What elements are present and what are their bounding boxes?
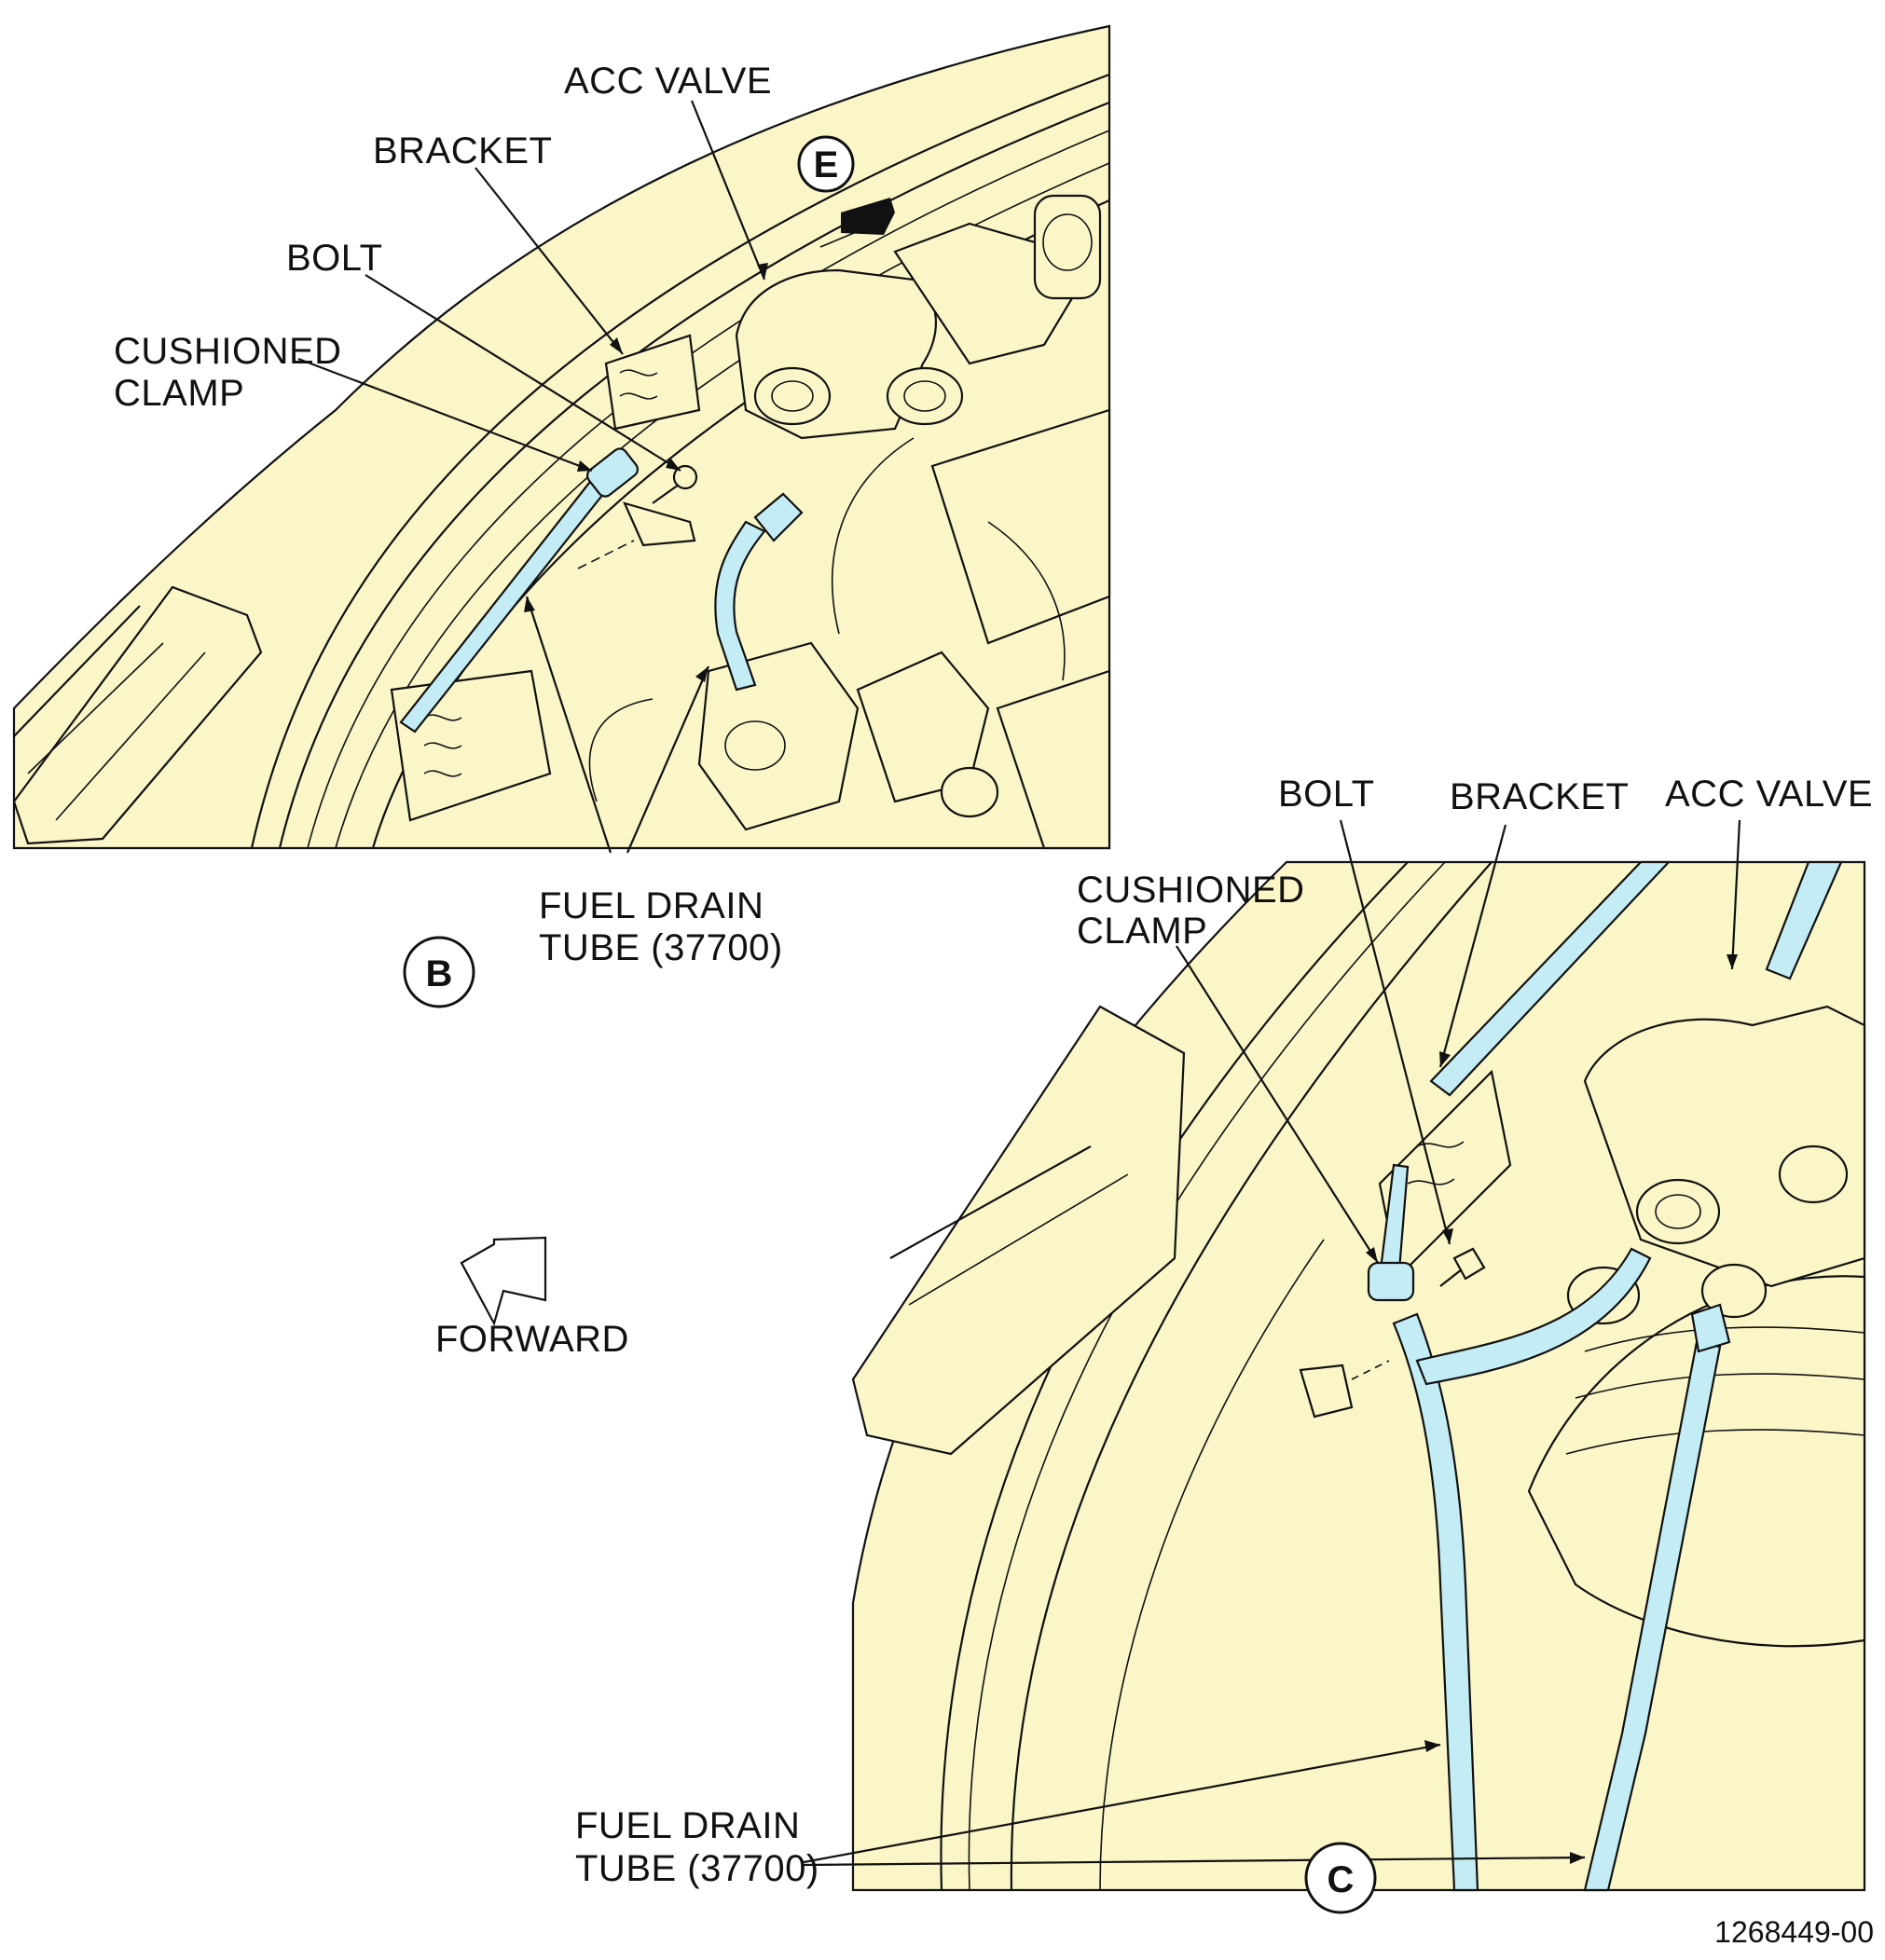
figure-id: 1268449-00 bbox=[1714, 1915, 1874, 1949]
label-forward: FORWARD bbox=[435, 1319, 629, 1360]
view-e-badge: E bbox=[797, 135, 855, 193]
forward-arrow-icon bbox=[460, 1236, 547, 1326]
view-c-badge-text: C bbox=[1328, 1859, 1355, 1900]
tube-nut-b bbox=[753, 492, 804, 542]
acc-valve-body-c bbox=[1566, 1005, 1866, 1325]
view-c-badge: C bbox=[1304, 1842, 1377, 1914]
cushioned-clamp-c bbox=[1367, 1261, 1415, 1302]
label-cushioned-c-1: CUSHIONED bbox=[1077, 870, 1305, 911]
view-b-badge-text: B bbox=[426, 953, 453, 994]
view-b-illustration bbox=[12, 24, 1111, 850]
bolt-b bbox=[652, 464, 698, 504]
tube-nut-c bbox=[1690, 1303, 1731, 1353]
fuel-drain-tube-c-right-top bbox=[1765, 860, 1843, 980]
view-b-badge: B bbox=[403, 936, 475, 1008]
label-acc-valve-c: ACC VALVE bbox=[1665, 774, 1873, 815]
fuel-drain-tube-c-branch bbox=[1415, 1247, 1652, 1386]
gearbox-housing-c bbox=[851, 1005, 1186, 1456]
label-fuel-drain-c-1: FUEL DRAIN bbox=[575, 1805, 800, 1846]
label-bracket-c: BRACKET bbox=[1450, 776, 1629, 817]
cushioned-clamp-b bbox=[585, 447, 640, 498]
label-bolt-c: BOLT bbox=[1278, 774, 1375, 815]
fuel-drain-tube-b2 bbox=[714, 520, 766, 692]
label-cushioned-b-2: CLAMP bbox=[114, 373, 244, 414]
view-c-illustration bbox=[851, 860, 1866, 1892]
fuel-drain-tube-c2 bbox=[1583, 1340, 1722, 1892]
leader-lines bbox=[297, 100, 1741, 1867]
label-fuel-drain-b-2: TUBE (37700) bbox=[539, 927, 783, 968]
label-fuel-drain-b-1: FUEL DRAIN bbox=[539, 885, 764, 926]
label-cushioned-c-2: CLAMP bbox=[1077, 911, 1207, 952]
label-fuel-drain-c-2: TUBE (37700) bbox=[575, 1848, 819, 1889]
view-e-badge-text: E bbox=[814, 144, 839, 185]
label-acc-valve-b: ACC VALVE bbox=[564, 61, 772, 102]
view-b-panel bbox=[12, 24, 1111, 850]
acc-valve-body bbox=[735, 194, 1111, 681]
fuel-drain-tube-c-upper bbox=[1429, 860, 1672, 1097]
gearbox-housing bbox=[12, 585, 263, 845]
label-cushioned-b-1: CUSHIONED bbox=[114, 331, 342, 372]
label-bracket-b: BRACKET bbox=[373, 130, 552, 171]
view-e-arrow bbox=[841, 198, 895, 235]
bolt-c bbox=[1439, 1247, 1486, 1287]
label-bolt-b: BOLT bbox=[286, 238, 383, 279]
